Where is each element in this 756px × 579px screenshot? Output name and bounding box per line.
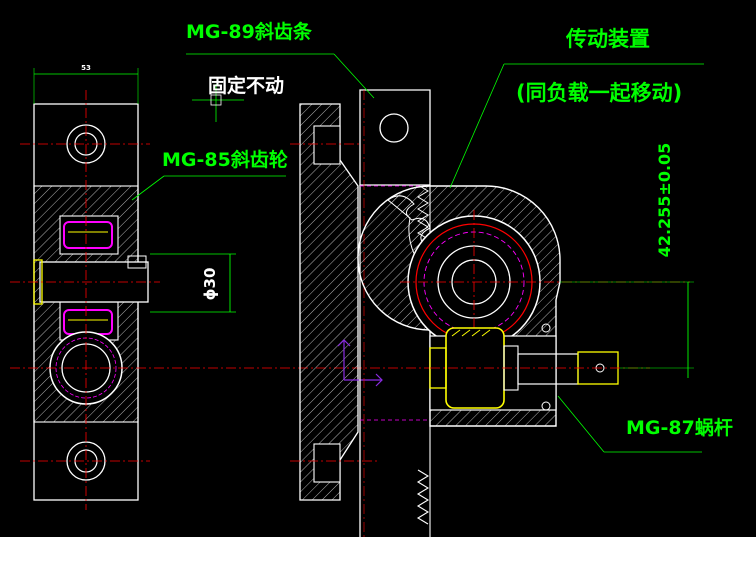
cad-drawing: 53 ϕ30 bbox=[10, 20, 733, 537]
rack bbox=[359, 89, 431, 537]
leaders bbox=[186, 53, 704, 453]
drive-housing bbox=[357, 185, 690, 427]
label-fixed: 固定不动 bbox=[208, 74, 284, 97]
dim-width-label: 53 bbox=[81, 64, 91, 72]
shaft bbox=[39, 261, 149, 303]
label-gear: MG-85斜齿轮 bbox=[162, 148, 288, 171]
dim-center-label: 42.255±0.05 bbox=[655, 143, 674, 258]
left-view: 53 ϕ30 bbox=[10, 64, 430, 510]
cad-drawing-area: 53 ϕ30 bbox=[0, 0, 756, 537]
center-distance-dimension: 42.255±0.05 bbox=[560, 143, 694, 378]
mounting-plate bbox=[290, 103, 383, 501]
label-worm: MG-87蜗杆 bbox=[626, 416, 733, 439]
label-drive-title: 传动装置 bbox=[565, 27, 650, 51]
dim-diameter-label: ϕ30 bbox=[201, 268, 219, 301]
label-rack: MG-89斜齿条 bbox=[186, 20, 313, 43]
label-drive-note: (同负载一起移动) bbox=[516, 81, 682, 105]
bearing-top bbox=[63, 221, 113, 249]
